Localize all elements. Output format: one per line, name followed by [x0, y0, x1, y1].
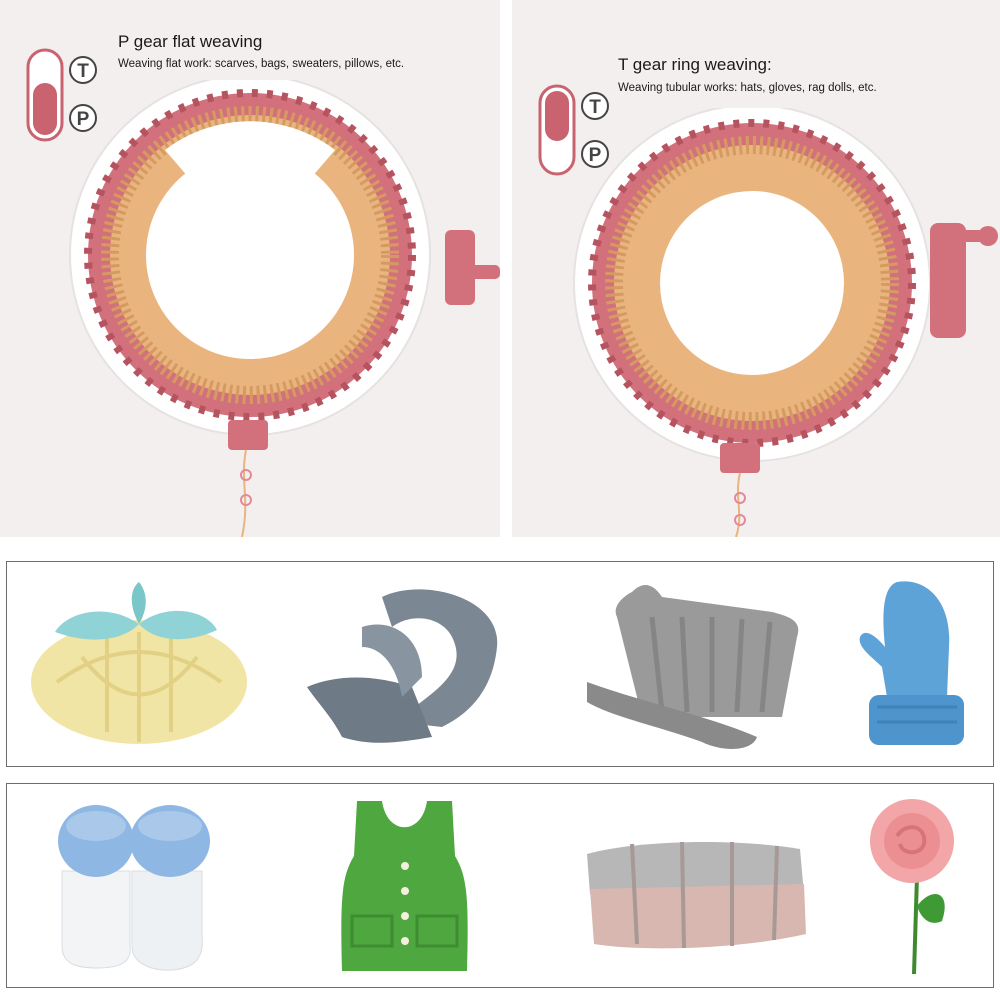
p-gear-title: P gear flat weaving	[118, 32, 263, 51]
t-gear-panel: T gear ring weaving: Weaving tubular wor…	[512, 0, 1000, 537]
p-gear-description: Weaving flat work: scarves, bags, sweate…	[118, 58, 405, 70]
examples-strip-bottom	[6, 783, 994, 988]
switch-label-p: P	[77, 109, 90, 130]
switch-label-p: P	[589, 145, 602, 166]
knit-hat-icon	[582, 577, 807, 752]
t-gear-title: T gear ring weaving:	[618, 55, 772, 74]
gear-switch[interactable]: T P	[26, 48, 102, 143]
gear-switch[interactable]: T P	[538, 84, 614, 179]
mitten-icon	[857, 577, 967, 749]
p-gear-panel: P gear flat weaving Weaving flat work: s…	[0, 0, 500, 537]
examples-strip-top	[6, 561, 994, 767]
baby-booties-icon	[52, 796, 217, 974]
t-gear-description: Weaving tubular works: hats, gloves, rag…	[618, 82, 877, 94]
blanket-icon	[582, 834, 807, 954]
switch-label-t: T	[589, 97, 601, 118]
pumpkin-icon	[27, 582, 252, 752]
rose-icon	[862, 796, 972, 974]
p-gear-loom-photo	[50, 80, 500, 537]
vest-icon	[337, 796, 472, 974]
t-gear-loom-photo	[552, 108, 1000, 537]
switch-label-t: T	[77, 61, 89, 82]
scarf-icon	[302, 577, 512, 752]
